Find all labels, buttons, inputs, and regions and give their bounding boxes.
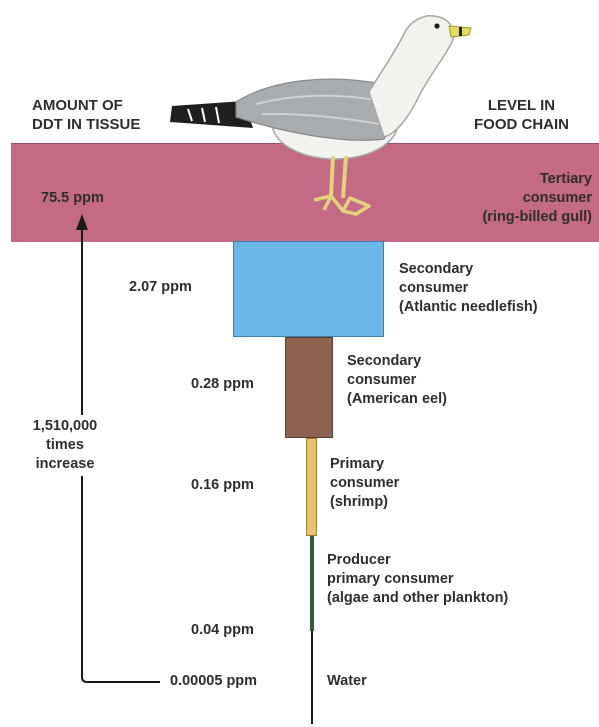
tertiary-consumer-block bbox=[11, 143, 599, 242]
level-label-line: primary consumer bbox=[327, 571, 454, 587]
level-label-line: consumer bbox=[399, 280, 469, 296]
increase-line: times bbox=[46, 437, 84, 453]
level-label-line: (shrimp) bbox=[330, 494, 388, 510]
level-label-line: Secondary bbox=[347, 353, 422, 369]
header-line: LEVEL IN bbox=[487, 97, 556, 114]
secondary-consumer-eel-block bbox=[285, 337, 333, 438]
level-label-line: Primary bbox=[330, 456, 385, 472]
level-label-line: (Atlantic needlefish) bbox=[399, 299, 538, 315]
water-level-label: Water bbox=[327, 673, 367, 689]
ddt-amount-header: AMOUNT OF DDT IN TISSUE bbox=[32, 96, 140, 134]
ppm-eel-value: 0.28 ppm bbox=[191, 376, 254, 392]
needlefish-level-label: Secondary consumer (Atlantic needlefish) bbox=[399, 260, 538, 317]
ppm-shrimp-value: 0.16 ppm bbox=[191, 477, 254, 493]
ppm-tertiary-value: 75.5 ppm bbox=[41, 190, 104, 206]
arrow-up-icon bbox=[76, 214, 160, 683]
food-chain-level-header: LEVEL IN FOOD CHAIN bbox=[474, 96, 569, 134]
header-line: FOOD CHAIN bbox=[474, 116, 569, 133]
ring-billed-gull-illustration bbox=[170, 15, 472, 216]
shrimp-level-label: Primary consumer (shrimp) bbox=[330, 455, 399, 512]
primary-consumer-shrimp-block bbox=[306, 438, 317, 536]
level-label-line: Tertiary bbox=[539, 171, 592, 187]
producer-level-label: Producer primary consumer (algae and oth… bbox=[327, 551, 508, 608]
increase-line: increase bbox=[35, 456, 95, 472]
increase-label: 1,510,000 times increase bbox=[22, 415, 108, 476]
level-label-line: (algae and other plankton) bbox=[327, 590, 509, 606]
level-label-line: Producer bbox=[327, 552, 391, 568]
level-label-line: consumer bbox=[330, 475, 400, 491]
producer-plankton-block bbox=[310, 536, 314, 631]
ppm-needlefish-value: 2.07 ppm bbox=[129, 279, 192, 295]
level-label-line: (American eel) bbox=[347, 391, 447, 407]
secondary-consumer-needlefish-block bbox=[233, 241, 384, 337]
header-line: AMOUNT OF bbox=[32, 97, 123, 114]
level-label-line: consumer bbox=[522, 190, 592, 206]
level-label-line: Secondary bbox=[399, 261, 474, 277]
level-label-line: (ring-billed gull) bbox=[482, 209, 592, 225]
increase-line: 1,510,000 bbox=[32, 418, 98, 434]
header-line: DDT IN TISSUE bbox=[32, 116, 141, 133]
tertiary-consumer-label: Tertiary consumer (ring-billed gull) bbox=[447, 170, 592, 227]
eel-level-label: Secondary consumer (American eel) bbox=[347, 352, 447, 409]
ppm-water-value: 0.00005 ppm bbox=[170, 673, 258, 689]
level-label-line: consumer bbox=[347, 372, 417, 388]
ppm-producer-value: 0.04 ppm bbox=[191, 622, 254, 638]
water-line bbox=[311, 631, 313, 724]
